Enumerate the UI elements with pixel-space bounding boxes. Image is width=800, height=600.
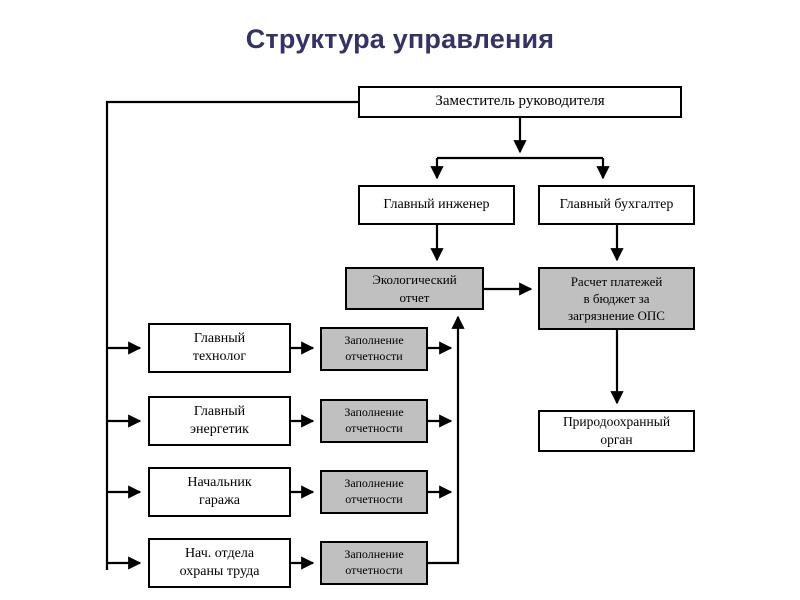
node-ecological-report-label: Экологический отчет	[372, 272, 457, 305]
node-budget-payments-calculation-label: Расчет платежей в бюджет за загрязнение …	[568, 273, 665, 324]
node-fill-reporting-2[interactable]: Заполнение отчетности	[320, 399, 428, 443]
node-deputy-director[interactable]: Заместитель руководителя	[358, 86, 682, 118]
node-chief-engineer-label: Главный инженер	[383, 196, 490, 212]
node-fill-reporting-3-label: Заполнение отчетности	[344, 476, 404, 506]
node-garage-head-label: Начальник гаража	[187, 474, 252, 508]
node-environmental-authority-label: Природоохранный орган	[562, 414, 671, 447]
node-fill-reporting-4[interactable]: Заполнение отчетности	[320, 541, 428, 585]
node-fill-reporting-1-label: Заполнение отчетности	[344, 333, 404, 363]
node-labor-safety-head-label: Нач. отдела охраны труда	[179, 545, 260, 579]
node-chief-engineer[interactable]: Главный инженер	[358, 185, 515, 225]
node-chief-technologist[interactable]: Главный технолог	[148, 323, 291, 373]
node-chief-accountant-label: Главный бухгалтер	[559, 196, 674, 212]
node-budget-payments-calculation[interactable]: Расчет платежей в бюджет за загрязнение …	[538, 267, 695, 330]
node-labor-safety-head[interactable]: Нач. отдела охраны труда	[148, 538, 291, 588]
node-garage-head[interactable]: Начальник гаража	[148, 467, 291, 517]
node-chief-power-engineer-label: Главный энергетик	[190, 403, 249, 437]
connector-fill-collector-spine	[428, 315, 465, 565]
node-environmental-authority[interactable]: Природоохранный орган	[538, 410, 695, 452]
node-ecological-report[interactable]: Экологический отчет	[345, 267, 484, 310]
node-chief-accountant[interactable]: Главный бухгалтер	[538, 185, 695, 225]
node-chief-power-engineer[interactable]: Главный энергетик	[148, 396, 291, 446]
node-chief-technologist-label: Главный технолог	[192, 330, 247, 364]
node-fill-reporting-3[interactable]: Заполнение отчетности	[320, 470, 428, 514]
node-fill-reporting-1[interactable]: Заполнение отчетности	[320, 327, 428, 371]
node-fill-reporting-4-label: Заполнение отчетности	[344, 547, 404, 577]
node-fill-reporting-2-label: Заполнение отчетности	[344, 405, 404, 435]
node-deputy-director-label: Заместитель руководителя	[435, 93, 605, 110]
connector-deputy-left-trunk	[105, 100, 358, 570]
page-title: Структура управления	[245, 24, 555, 54]
